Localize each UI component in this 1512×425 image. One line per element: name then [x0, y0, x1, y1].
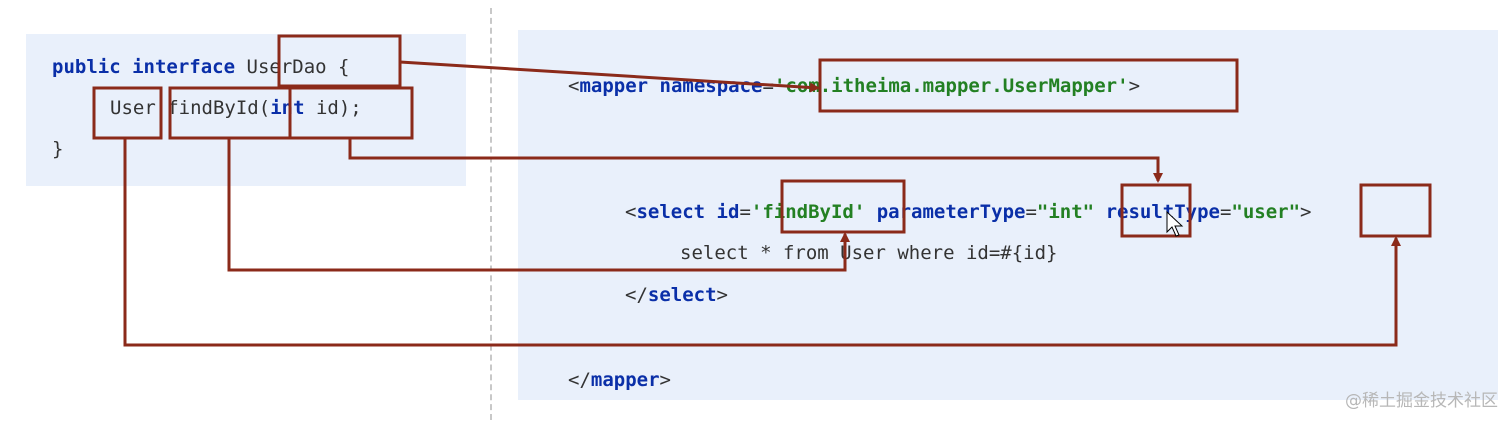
- box-int-id: [288, 86, 414, 140]
- lt: <: [568, 75, 580, 97]
- param-rest: id);: [304, 97, 362, 119]
- java-code-panel: [26, 34, 466, 186]
- keyword-interface: interface: [132, 56, 236, 78]
- eq: =: [1219, 201, 1232, 223]
- tag-mapper-close: mapper: [590, 369, 660, 391]
- watermark: @稀土掘金技术社区: [1345, 391, 1498, 411]
- paren-open: (: [258, 97, 271, 119]
- lt: <: [625, 201, 637, 223]
- xml-code-panel: [518, 30, 1498, 400]
- interface-name: UserDao: [246, 56, 327, 78]
- box-parametertype: [1120, 183, 1192, 238]
- xml-select-open: <select id='findById' parameterType="int…: [625, 200, 1312, 224]
- id-value: 'findById': [750, 201, 866, 223]
- box-select-id: [780, 179, 906, 234]
- lt: </: [625, 284, 648, 306]
- dashed-divider: [490, 8, 492, 420]
- java-line-1: public interface UserDao {: [52, 55, 349, 79]
- gt: >: [659, 369, 671, 391]
- gt: >: [716, 284, 728, 306]
- arrow-user-to-resulttype: [123, 138, 1401, 347]
- tag-select-close: select: [647, 284, 717, 306]
- xml-select-close: </select>: [625, 283, 728, 307]
- arrow-int-to-parametertype: [348, 138, 1163, 183]
- box-namespace: [818, 58, 1239, 113]
- keyword-public: public: [52, 56, 121, 78]
- return-type: User: [110, 97, 156, 119]
- eq: =: [1025, 201, 1037, 223]
- xml-sql-statement: select * from User where id=#{id}: [680, 242, 1058, 264]
- tag-mapper: mapper: [579, 75, 649, 97]
- java-line-3: }: [52, 137, 63, 161]
- brace-open: {: [338, 56, 350, 78]
- resulttype-value: "user": [1231, 201, 1301, 223]
- arrow-findbyid-to-select-id: [227, 138, 850, 272]
- gt: >: [1128, 75, 1141, 97]
- eq: =: [739, 201, 751, 223]
- box-user: [92, 86, 163, 140]
- method-name: findById: [167, 97, 259, 119]
- parametertype-value: "int": [1036, 201, 1095, 223]
- gt: >: [1300, 201, 1312, 223]
- java-line-2: User findById(int id);: [110, 96, 362, 120]
- xml-mapper-close: </mapper>: [568, 368, 671, 392]
- brace-close: }: [52, 138, 64, 160]
- mouse-cursor-icon: [1166, 210, 1184, 237]
- tag-select: select: [636, 201, 706, 223]
- attr-id: id: [716, 201, 740, 223]
- lt: </: [568, 369, 591, 391]
- arrow-userdao-to-namespace: [399, 60, 820, 93]
- param-type: int: [270, 97, 305, 119]
- namespace-value: 'com.itheima.mapper.UserMapper': [773, 75, 1129, 97]
- attr-parametertype: parameterType: [876, 201, 1026, 223]
- box-resulttype: [1359, 183, 1432, 238]
- box-findbyid: [168, 86, 292, 140]
- box-userdao: [277, 34, 402, 88]
